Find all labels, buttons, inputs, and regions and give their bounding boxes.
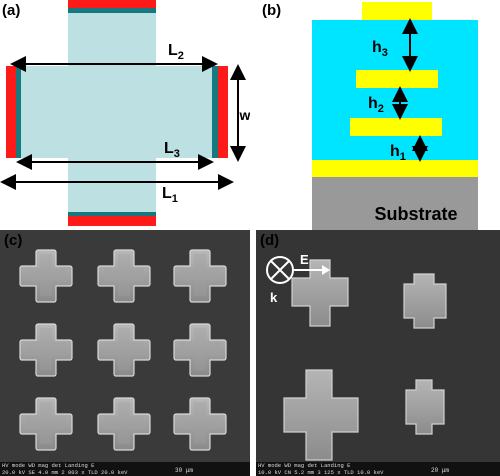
e-field-label: E bbox=[300, 252, 309, 267]
panel-b-layer-stack: h3 h2 h1 Substrate (b) bbox=[250, 0, 500, 248]
wavevector-label: k bbox=[270, 290, 278, 305]
panel-a-cross-geometry: L2 L3 L1 w (a) bbox=[0, 0, 250, 228]
sem-cross-small-a bbox=[403, 273, 447, 329]
l2-subscript: 2 bbox=[178, 50, 184, 62]
sem-cross-small-b bbox=[405, 379, 445, 435]
panel-d-sem-image: E k (d) HV mode WD mag det Landing E 10.… bbox=[256, 230, 500, 476]
top-metal-layer bbox=[362, 2, 432, 20]
wavevector-into-page-icon bbox=[266, 256, 294, 284]
sem-info-bar: HV mode WD mag det Landing E 10.0 kV CN … bbox=[256, 462, 500, 476]
panel-c-sem-image: (c) HV mode WD mag det Landing E 20.0 kV… bbox=[0, 230, 250, 476]
sem-cross-variants: E k bbox=[266, 252, 447, 461]
sem-cross bbox=[97, 249, 151, 303]
svg-text:L1: L1 bbox=[162, 185, 178, 205]
panel-c-label: (c) bbox=[4, 232, 23, 249]
h1-subscript: 1 bbox=[400, 151, 406, 163]
sem-scale-bar: 20 μm bbox=[431, 467, 450, 474]
right-metal-cap bbox=[218, 66, 228, 158]
substrate-label: Substrate bbox=[374, 204, 457, 224]
sem-info-values: 10.0 kV CN 5.2 mm 3 125 x TLD 10.0 keV bbox=[258, 469, 384, 476]
sem-cross bbox=[97, 323, 151, 377]
h2-subscript: 2 bbox=[378, 103, 384, 115]
sem-cross bbox=[97, 397, 151, 451]
middle-metal-layer bbox=[356, 70, 438, 88]
svg-text:L2: L2 bbox=[168, 42, 184, 62]
w-label: w bbox=[239, 107, 250, 123]
l1-subscript: 1 bbox=[172, 193, 178, 205]
panel-a-label: (a) bbox=[2, 2, 21, 19]
h3-subscript: 3 bbox=[382, 47, 388, 59]
sem-cross bbox=[173, 323, 227, 377]
sem-cross-large-b bbox=[283, 369, 359, 461]
lower-metal-layer bbox=[350, 118, 442, 136]
l3-subscript: 3 bbox=[174, 148, 180, 160]
panel-d-label: (d) bbox=[260, 232, 280, 249]
top-metal-cap bbox=[68, 0, 156, 8]
sem-scale-bar: 30 μm bbox=[175, 467, 194, 474]
bottom-metal-layer bbox=[312, 160, 478, 177]
sem-info-header: HV mode WD mag det Landing E bbox=[258, 462, 351, 469]
sem-cross-array bbox=[19, 249, 227, 451]
layer-stack-diagram: h3 h2 h1 Substrate bbox=[312, 2, 478, 248]
sem-cross bbox=[19, 397, 73, 451]
sem-info-bar: HV mode WD mag det Landing E 20.0 kV SE … bbox=[0, 462, 250, 476]
sem-cross bbox=[173, 397, 227, 451]
cross-horizontal-arm bbox=[6, 66, 227, 158]
sem-cross bbox=[19, 323, 73, 377]
sem-cross bbox=[173, 249, 227, 303]
panel-b-label: (b) bbox=[262, 2, 282, 19]
sem-cross bbox=[19, 249, 73, 303]
cross-diagram: L2 L3 L1 w bbox=[0, 0, 250, 226]
sem-info-header: HV mode WD mag det Landing E bbox=[2, 462, 95, 469]
sem-cross-large-a bbox=[291, 259, 349, 327]
left-metal-cap bbox=[6, 66, 16, 158]
sem-info-values: 20.0 kV SE 4.0 mm 2 003 x TLD 20.0 keV bbox=[2, 469, 128, 476]
bottom-metal-cap bbox=[68, 216, 156, 226]
